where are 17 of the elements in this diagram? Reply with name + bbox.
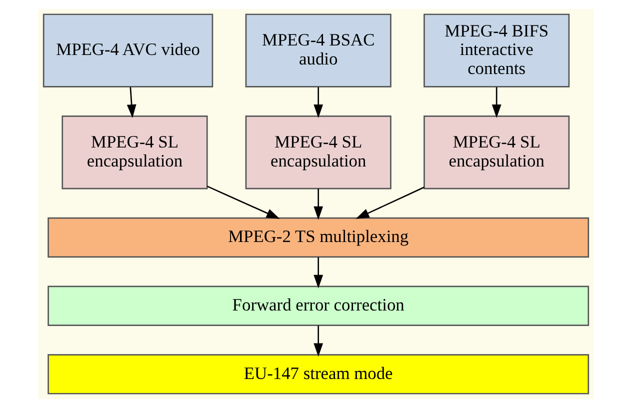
- node-box: MPEG-4 BIFS interactive contents: [424, 13, 570, 87]
- arrow: [314, 325, 324, 356]
- arrow: [314, 188, 324, 220]
- node-box: MPEG-4 SL encapsulation: [245, 115, 392, 189]
- node-box: MPEG-2 TS multiplexing: [48, 216, 590, 258]
- arrow: [314, 256, 324, 288]
- node-box: MPEG-4 AVC video: [42, 13, 214, 87]
- arrow: [356, 186, 424, 218]
- node-box: MPEG-4 BSAC audio: [245, 13, 392, 87]
- node-box: MPEG-4 SL encapsulation: [62, 115, 208, 189]
- node-box: MPEG-4 SL encapsulation: [424, 115, 570, 189]
- arrow: [207, 185, 280, 218]
- arrow: [314, 86, 324, 118]
- arrow: [126, 86, 136, 118]
- arrow: [492, 86, 502, 118]
- node-box: Forward error correction: [48, 285, 590, 326]
- node-box: EU-147 stream mode: [48, 354, 590, 394]
